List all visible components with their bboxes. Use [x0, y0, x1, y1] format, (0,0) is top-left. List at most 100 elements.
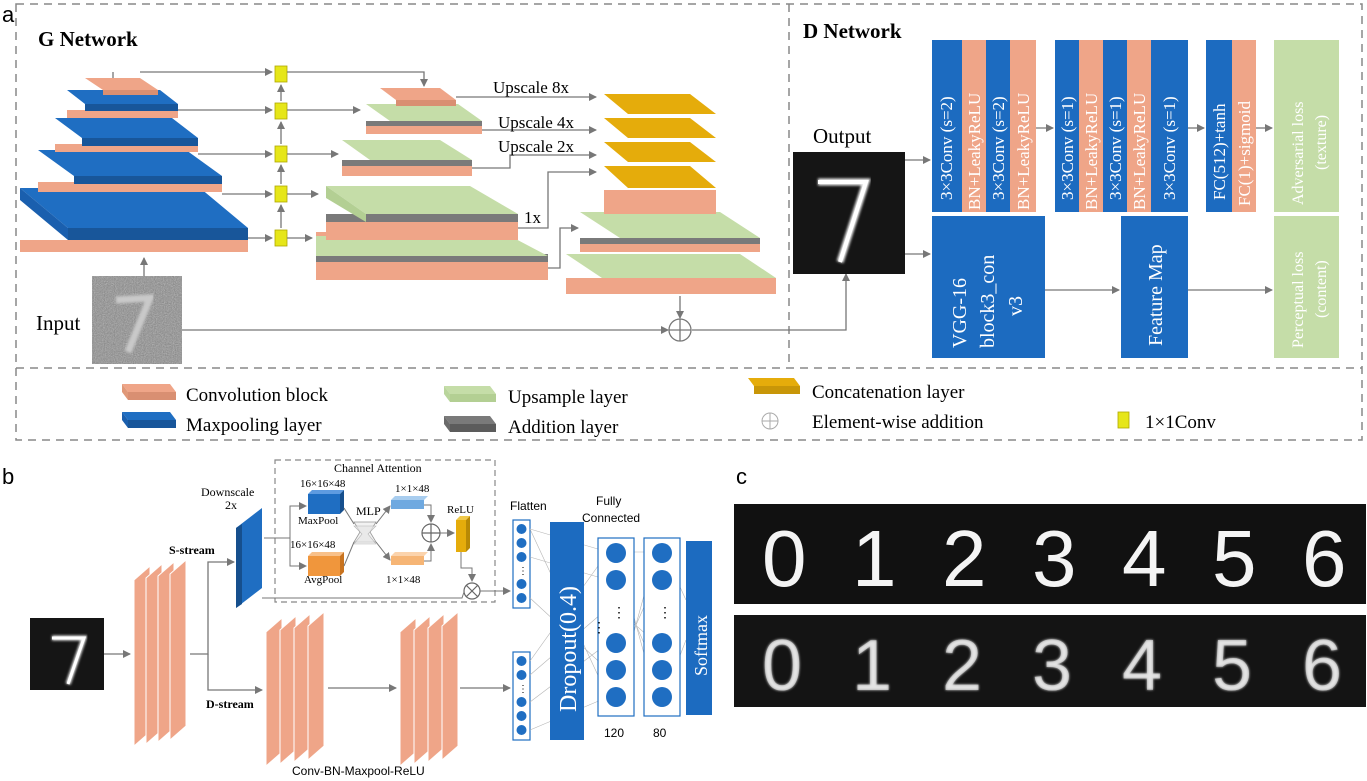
vgg-label-3: v3	[1005, 296, 1027, 316]
recon-digit: 5	[1212, 626, 1252, 706]
clean-digit: 5	[1212, 514, 1257, 603]
decoder-stack	[316, 88, 548, 280]
residual-path	[182, 273, 850, 334]
encoder-to-conv-arrows	[112, 68, 273, 242]
upscale-8x-label: Upscale 8x	[493, 78, 570, 97]
upscale-arrows	[456, 93, 597, 269]
clean-digit: 6	[1302, 514, 1347, 603]
recon-digit-overlay: 4	[1122, 626, 1162, 706]
size-16-bottom: 16×16×48	[290, 539, 336, 551]
d-blocks	[932, 40, 1339, 358]
softmax-label: Softmax	[691, 615, 711, 676]
d-block-3-line2: BN+LeakyReLU	[1082, 93, 1101, 210]
d-block-2-line1: 3×3Conv (s=2)	[989, 96, 1008, 200]
channel-attention-label: Channel Attention	[334, 461, 422, 475]
upscale-4x-label: Upscale 4x	[498, 113, 575, 132]
panel-a-frame	[15, 3, 1363, 441]
conv-bn-label: Conv-BN-Maxpool-ReLU	[292, 764, 425, 778]
recon-digit-overlay: 6	[1302, 626, 1342, 706]
s-stream-label: S-stream	[169, 543, 215, 557]
clean-digits-strip	[734, 504, 1366, 604]
b-conv-stack-2	[265, 610, 325, 768]
recon-digit: 3	[1032, 626, 1072, 706]
conv-to-decoder-arrows	[287, 71, 428, 242]
d-block-4-line2: BN+LeakyReLU	[1130, 93, 1149, 210]
b-conv-stack-3	[399, 610, 459, 768]
d-block-2-line2: BN+LeakyReLU	[1014, 93, 1033, 210]
dropout-label: Dropout(0.4)	[556, 586, 582, 712]
fc-120-column: ⋮ ⋮	[592, 537, 635, 717]
recon-digit-overlay: 1	[852, 626, 892, 706]
scale-1x-label: 1x	[524, 208, 542, 227]
panel-letter-c: c	[736, 464, 747, 489]
input-image	[92, 276, 182, 364]
d-block-1-line1: 3×3Conv (s=2)	[937, 96, 956, 200]
vgg-label-2: block3_con	[977, 255, 999, 348]
conv1x1-column	[274, 65, 288, 247]
svg-text:⋮: ⋮	[518, 566, 528, 577]
d-block-3-line1: 3×3Conv (s=1)	[1058, 96, 1077, 200]
recon-digit: 2	[942, 626, 982, 706]
channel-attention-arrows	[262, 502, 511, 599]
downscale-2x-label: 2x	[225, 498, 237, 512]
recon-digit: 4	[1122, 626, 1162, 706]
recon-digit: 6	[1302, 626, 1342, 706]
recon-digits-strip	[734, 615, 1366, 707]
panel-letter-a: a	[2, 2, 15, 27]
d-block-texts: 3×3Conv (s=2) BN+LeakyReLU 3×3Conv (s=2)…	[937, 93, 1254, 210]
size-1-top: 1×1×48	[395, 483, 430, 495]
output-image	[793, 152, 905, 274]
fc-80-column: ⋮	[643, 537, 681, 717]
recon-digit-overlay: 3	[1032, 626, 1072, 706]
panel-b-input-image	[30, 618, 104, 690]
legend-maxpool: Maxpooling layer	[186, 415, 322, 436]
recon-digit: 0	[762, 626, 802, 706]
elementwise-add-symbol	[668, 318, 692, 342]
d-block-4-line1: 3×3Conv (s=1)	[1106, 96, 1125, 200]
svg-text:⋮: ⋮	[518, 684, 528, 695]
legend-elementwise: Element-wise addition	[812, 412, 984, 433]
legend-concat: Concatenation layer	[812, 382, 965, 403]
channel-attention-shapes	[308, 490, 481, 600]
adversarial-loss-label: Adversarial loss	[1290, 101, 1307, 205]
d-block-1-line2: BN+LeakyReLU	[965, 93, 984, 210]
svg-text:⋮: ⋮	[592, 621, 606, 636]
d-block-6-line1: FC(512)+tanh	[1210, 103, 1229, 200]
panel-letter-b: b	[2, 464, 14, 489]
recon-digit-overlay: 0	[762, 626, 802, 706]
flatten-label: Flatten	[510, 499, 547, 513]
output-label: Output	[813, 124, 872, 148]
encoder-pyramid	[20, 78, 248, 252]
b-conv-stack-1	[133, 558, 187, 748]
softmax-block	[686, 541, 712, 715]
vgg-label-1: VGG-16	[949, 278, 971, 348]
channel-attention-box	[274, 459, 496, 603]
legend-addition: Addition layer	[508, 417, 619, 438]
d-network-title: D Network	[803, 19, 902, 43]
clean-digit: 2	[942, 514, 987, 603]
legend: Convolution block Maxpooling layer Upsam…	[122, 378, 1216, 438]
loss-texts: Adversarial loss (texture) Perceptual lo…	[1290, 101, 1330, 348]
vgg-texts: VGG-16 block3_con v3 Feature Map	[949, 244, 1167, 348]
b-stream-split	[190, 558, 263, 694]
recon-digit-overlay: 2	[942, 626, 982, 706]
flatten-columns: ⋮ ⋮	[512, 519, 531, 741]
recon-digit: 1	[852, 626, 892, 706]
upscale-2x-label: Upscale 2x	[498, 137, 575, 156]
downscale-block	[236, 508, 262, 608]
concat-stack	[566, 94, 776, 294]
input-label: Input	[36, 311, 80, 335]
fully-connected-label-2: Connected	[582, 511, 640, 525]
svg-text:⋮: ⋮	[658, 606, 672, 621]
clean-digit: 0	[762, 514, 807, 603]
n80-label: 80	[653, 726, 667, 740]
size-1-bottom: 1×1×48	[386, 574, 421, 586]
feature-map-label: Feature Map	[1145, 244, 1167, 346]
d-stream-label: D-stream	[206, 697, 254, 711]
legend-conv1x1: 1×1Conv	[1145, 412, 1216, 433]
